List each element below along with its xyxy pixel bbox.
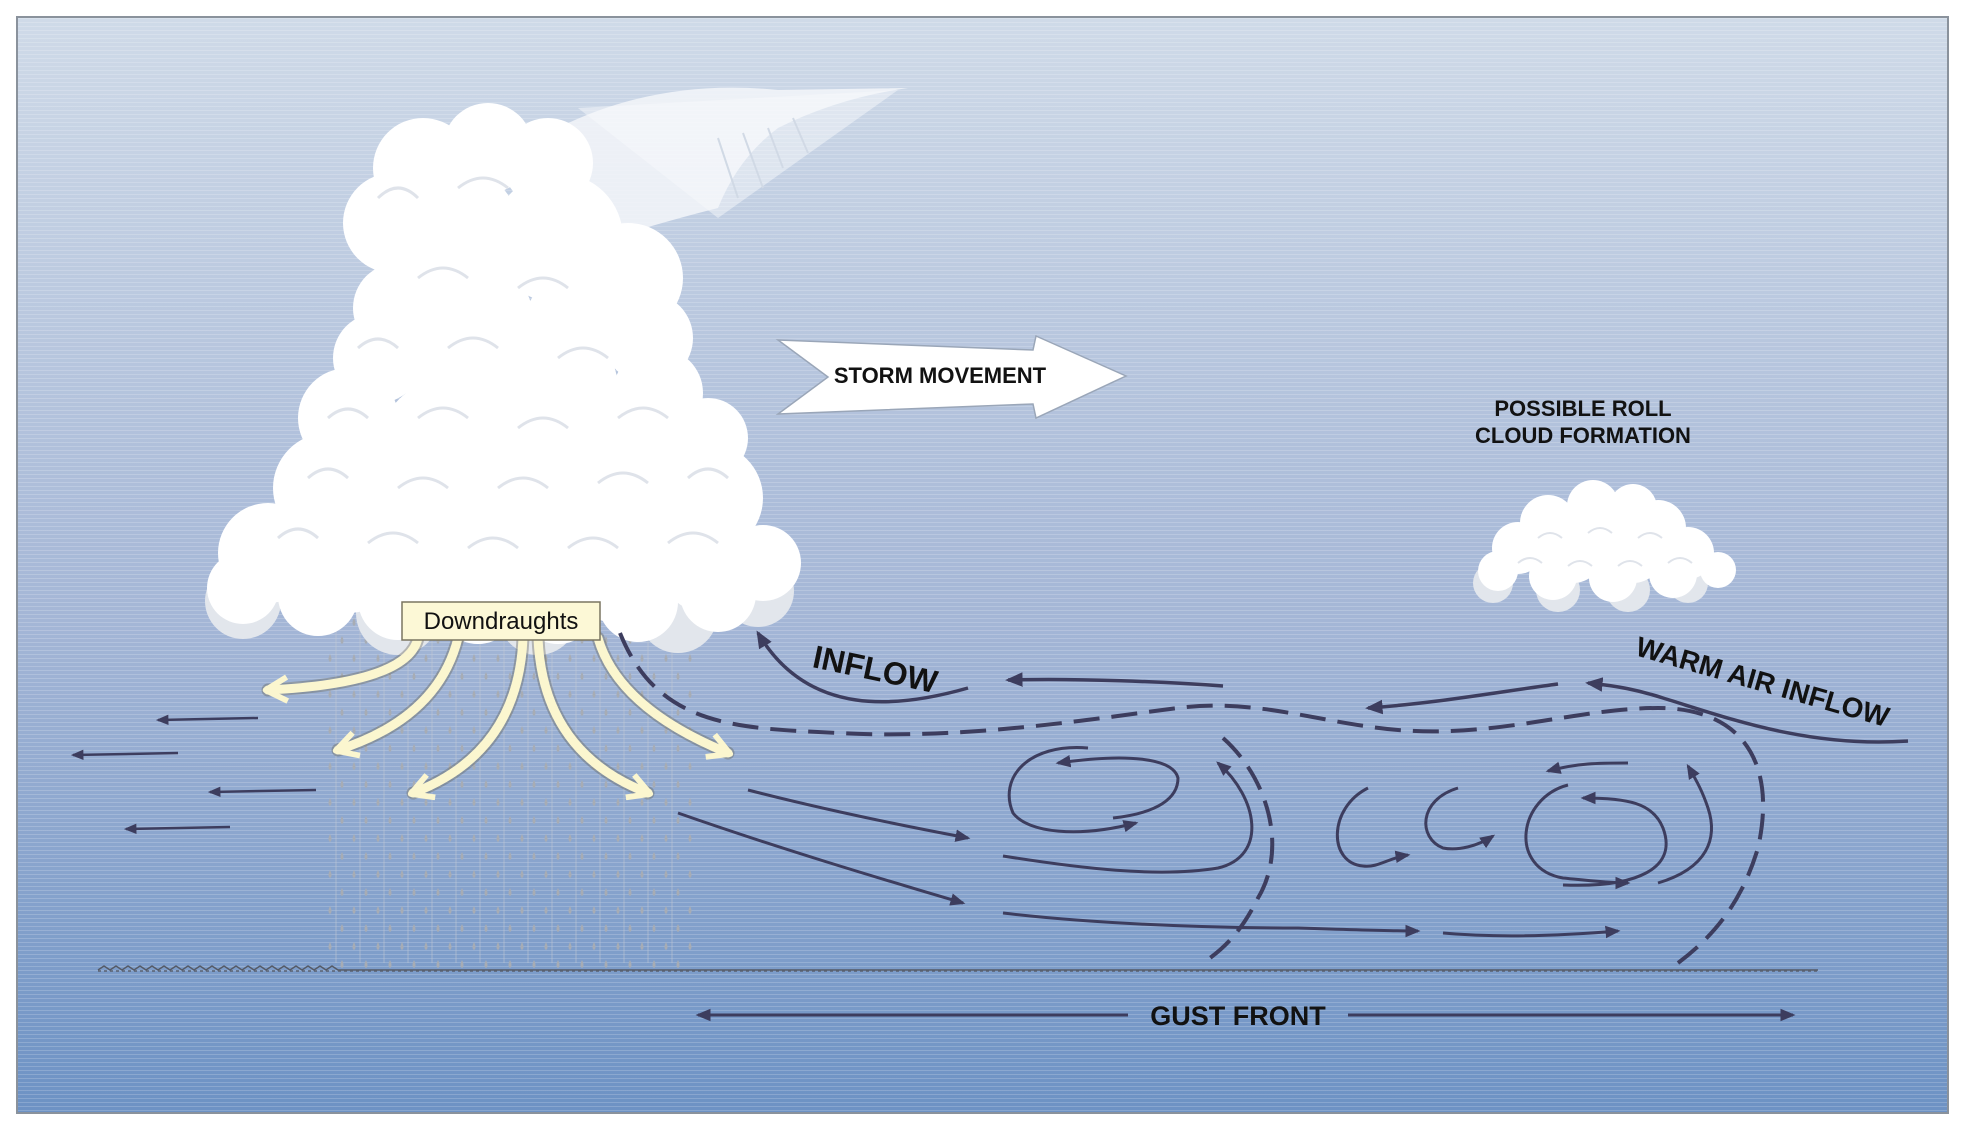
downdraught-arrow <box>338 633 463 750</box>
outflow-arrows-left <box>70 714 317 835</box>
roll-cloud <box>1473 480 1736 612</box>
outflow-arrow <box>207 786 317 798</box>
outflow-arrow <box>70 749 179 761</box>
circulation-arrow <box>1442 925 1621 939</box>
circulation-arrow <box>1335 786 1411 868</box>
circulation-arrow <box>1424 786 1496 851</box>
circulation-arrow <box>1002 911 1421 938</box>
upper-inflow-arrow <box>1365 682 1559 715</box>
downdraught-arrow <box>268 633 423 690</box>
gust-front-boundary-inner <box>1201 736 1275 965</box>
circulation-arrow <box>677 811 966 906</box>
downdraughts-label: Downdraughts <box>424 608 579 635</box>
downdraughts-label-box: Downdraughts <box>401 601 601 641</box>
outflow-arrow <box>155 714 259 725</box>
storm-movement-arrow: STORM MOVEMENT <box>775 334 1128 420</box>
circulation-arrow <box>1055 755 1180 820</box>
circulation-arrow <box>1007 746 1139 834</box>
gust-front-diagram: STORM MOVEMENT POSSIBLE ROLL CLOUD FORMA… <box>18 18 1947 1112</box>
inflow-arrow <box>756 630 969 704</box>
downdraught-arrow <box>533 633 648 793</box>
diagram-frame: STORM MOVEMENT POSSIBLE ROLL CLOUD FORMA… <box>16 16 1949 1114</box>
outflow-arrow <box>123 823 231 835</box>
storm-cloud <box>205 103 801 655</box>
circulation-arrow <box>747 788 971 842</box>
circulation-arrows <box>677 746 1713 939</box>
circulation-arrow <box>1657 763 1713 885</box>
roll-cloud-label-line1: POSSIBLE ROLL <box>1494 396 1671 421</box>
inflow-arrows <box>756 630 1909 744</box>
downdraught-arrow <box>593 633 728 753</box>
anvil-cloud <box>548 87 908 278</box>
circulation-arrow <box>1524 783 1631 890</box>
downdraught-arrows <box>261 631 735 793</box>
circulation-arrow <box>1002 761 1254 874</box>
roll-cloud-label-line2: CLOUD FORMATION <box>1475 423 1691 448</box>
upper-inflow-arrow <box>1005 672 1224 688</box>
circulation-arrow <box>1562 791 1668 887</box>
downdraught-arrow <box>413 633 528 793</box>
gust-front-label: GUST FRONT <box>1150 1001 1326 1031</box>
circulation-arrow <box>1545 761 1629 774</box>
warm-air-inflow-arrow <box>1585 677 1909 744</box>
storm-movement-label: STORM MOVEMENT <box>834 363 1047 388</box>
ground-line <box>97 965 1818 971</box>
